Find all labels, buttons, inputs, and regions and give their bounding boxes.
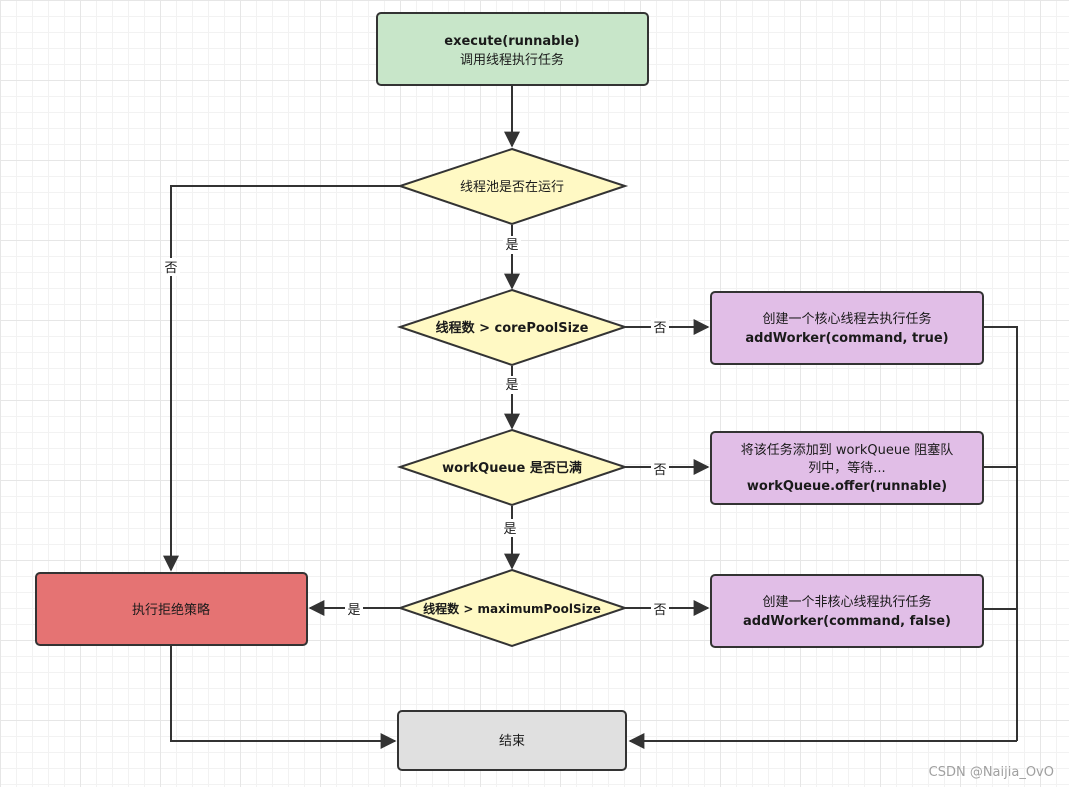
watermark: CSDN @Naijia_OvO bbox=[929, 765, 1054, 780]
start-box bbox=[376, 12, 649, 86]
label-bg bbox=[503, 376, 521, 394]
is-running-label: 线程池是否在运行 bbox=[460, 180, 564, 195]
label-yes-max: 是 bbox=[347, 603, 360, 618]
label-bg bbox=[651, 460, 669, 478]
node-enqueue: 将该任务添加到 workQueue 阻塞队 列中，等待... workQueue… bbox=[710, 431, 984, 505]
queue-check-label: workQueue 是否已满 bbox=[442, 460, 582, 476]
core-check-diamond bbox=[396, 288, 629, 367]
label-bg bbox=[651, 600, 669, 618]
label-no-queue: 否 bbox=[653, 463, 666, 478]
label-bg bbox=[501, 519, 519, 537]
start-subtitle: 调用线程执行任务 bbox=[460, 52, 564, 68]
max-check-diamond bbox=[396, 568, 629, 648]
is-running-diamond bbox=[396, 147, 629, 226]
enqueue-line1: 将该任务添加到 workQueue 阻塞队 bbox=[741, 442, 953, 458]
label-yes-queue: 是 bbox=[503, 522, 516, 537]
node-add-core: 创建一个核心线程去执行任务 addWorker(command, true) bbox=[710, 291, 984, 365]
label-bg bbox=[162, 258, 180, 276]
edges bbox=[163, 86, 1018, 749]
edge-labels: 否 是 否 是 否 是 是 否 bbox=[162, 236, 669, 618]
reject-box bbox=[35, 572, 308, 646]
edge-reject-to-end bbox=[170, 645, 397, 749]
node-start: execute(runnable) 调用线程执行任务 bbox=[376, 12, 649, 86]
node-is-running: 线程池是否在运行 bbox=[396, 147, 629, 226]
max-check-label: 线程数 > maximumPoolSize bbox=[423, 601, 601, 616]
enqueue-box bbox=[710, 431, 984, 505]
enqueue-line2: 列中，等待... bbox=[808, 460, 885, 476]
node-add-noncore: 创建一个非核心线程执行任务 addWorker(command, false) bbox=[710, 574, 984, 648]
core-check-label: 线程数 > corePoolSize bbox=[436, 320, 589, 336]
label-no-core: 否 bbox=[653, 321, 666, 336]
label-no-running: 否 bbox=[164, 261, 177, 276]
label-bg bbox=[345, 600, 363, 618]
add-core-line2: addWorker(command, true) bbox=[745, 331, 948, 346]
edge-addcore-join bbox=[983, 326, 1018, 741]
label-bg bbox=[503, 236, 521, 254]
label-yes-core: 是 bbox=[505, 378, 518, 393]
add-noncore-box bbox=[710, 574, 984, 648]
label-yes-running: 是 bbox=[505, 238, 518, 253]
node-core-check: 线程数 > corePoolSize bbox=[396, 288, 629, 367]
start-title: execute(runnable) bbox=[444, 34, 579, 49]
add-noncore-line1: 创建一个非核心线程执行任务 bbox=[762, 594, 931, 610]
reject-label: 执行拒绝策略 bbox=[132, 602, 210, 618]
node-queue-check: workQueue 是否已满 bbox=[396, 428, 629, 507]
end-label: 结束 bbox=[499, 734, 525, 749]
label-no-max: 否 bbox=[653, 603, 666, 618]
add-noncore-line2: addWorker(command, false) bbox=[743, 614, 951, 629]
node-max-check: 线程数 > maximumPoolSize bbox=[396, 568, 629, 648]
edge-running-no-to-reject bbox=[163, 185, 400, 572]
label-bg bbox=[651, 318, 669, 336]
end-box bbox=[397, 710, 627, 771]
add-core-box bbox=[710, 291, 984, 365]
add-core-line1: 创建一个核心线程去执行任务 bbox=[762, 311, 931, 327]
node-reject: 执行拒绝策略 bbox=[35, 572, 308, 646]
queue-check-diamond bbox=[396, 428, 629, 507]
enqueue-line3: workQueue.offer(runnable) bbox=[747, 479, 947, 494]
node-end: 结束 bbox=[397, 710, 627, 771]
